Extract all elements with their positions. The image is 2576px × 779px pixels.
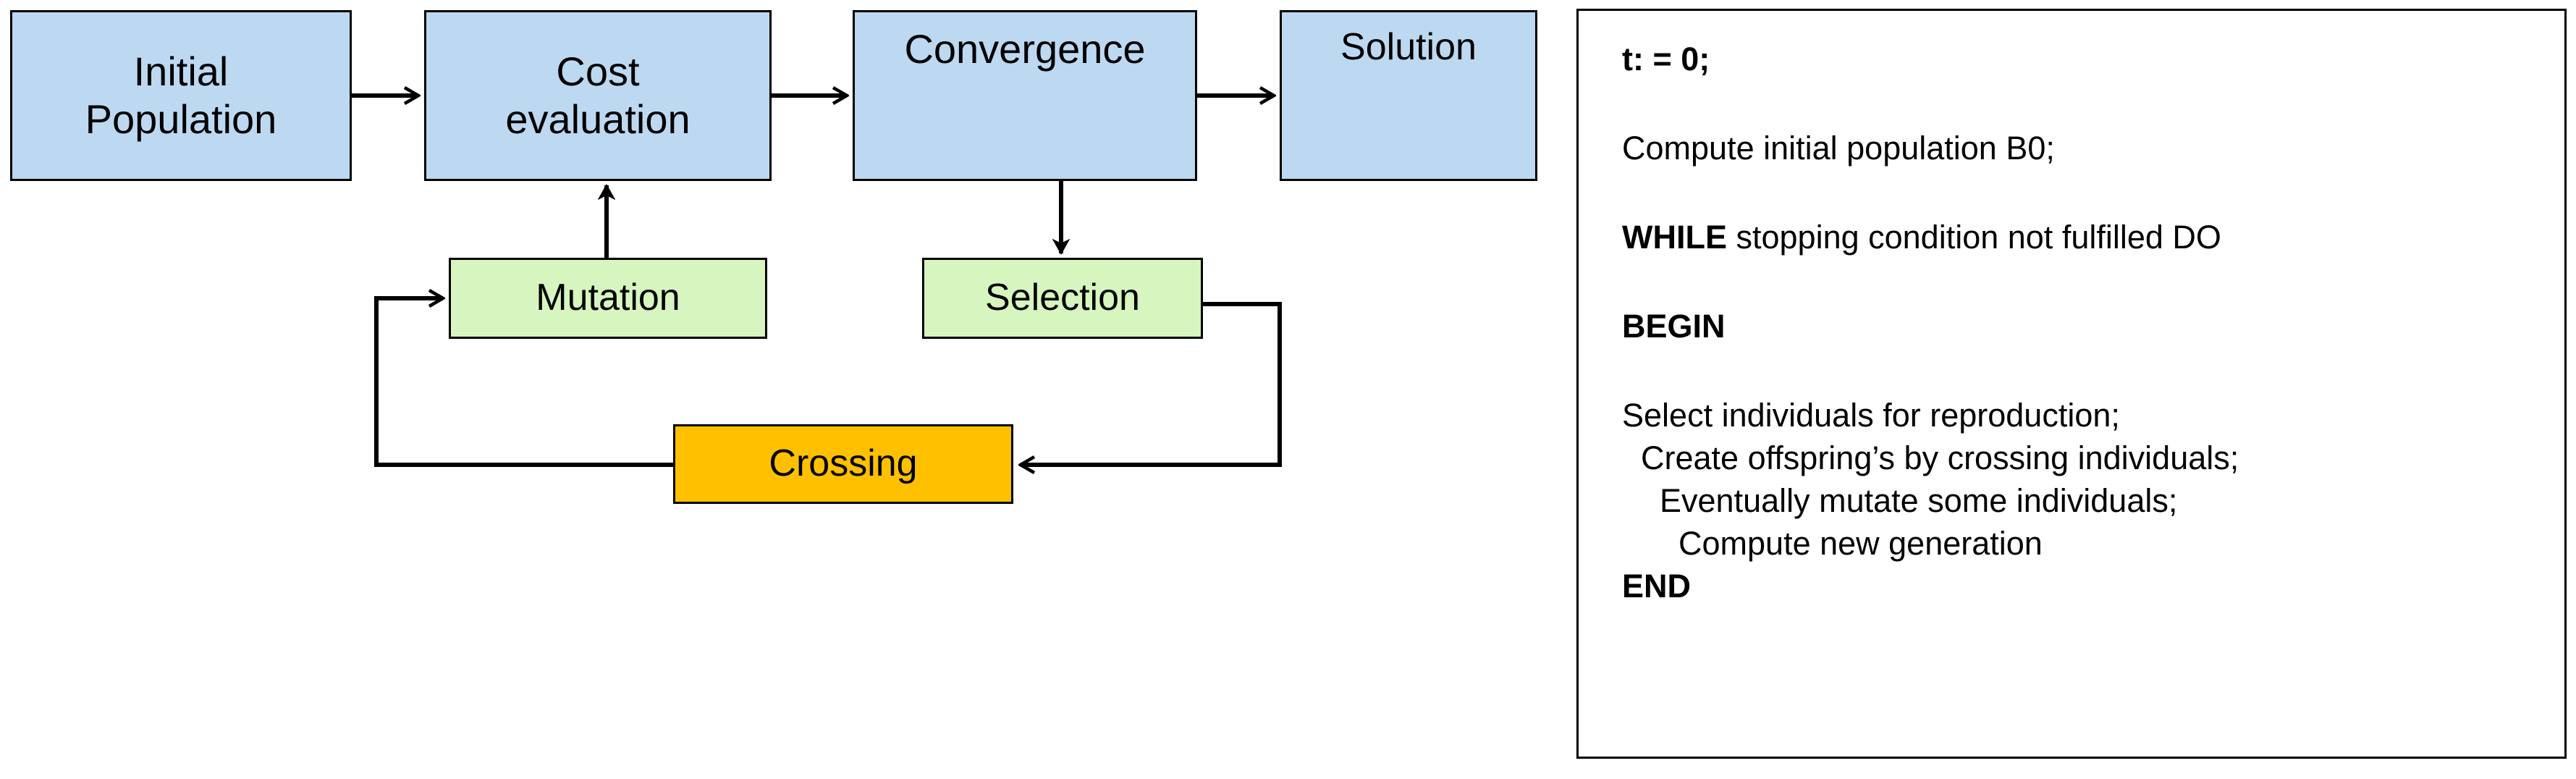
edge-selection-to-crossing xyxy=(1021,302,1282,465)
flow-node-label: Crossing xyxy=(769,442,918,485)
flowchart-connectors xyxy=(352,0,1282,779)
flow-node-label: Solution xyxy=(1340,26,1477,68)
pseudocode-line-begin: BEGIN xyxy=(1622,308,1726,345)
flow-node-label: Selection xyxy=(985,277,1140,319)
pseudocode-line-compute-new-generation: Compute new generation xyxy=(1678,525,2043,562)
flow-node-initial-population[interactable]: Initial Population xyxy=(10,10,352,181)
flow-node-mutation[interactable]: Mutation xyxy=(449,258,767,339)
pseudocode-spacer xyxy=(1622,342,2564,399)
flow-node-label: Cost evaluation xyxy=(505,48,691,142)
pseudocode-panel: t: = 0; Compute initial population B0; W… xyxy=(1576,9,2567,759)
flow-node-cost-evaluation[interactable]: Cost evaluation xyxy=(424,10,772,181)
flow-node-label: Mutation xyxy=(536,277,680,319)
flow-node-convergence[interactable]: Convergence xyxy=(853,10,1197,181)
pseudocode-line-mutate: Eventually mutate some individuals; xyxy=(1660,482,2178,519)
edge-crossing-to-mutation xyxy=(374,298,673,467)
pseudocode-line-create-offspring: Create offspring’s by crossing individua… xyxy=(1641,439,2239,476)
flow-node-solution[interactable]: Solution xyxy=(1280,10,1537,181)
flowchart-diagram: Initial Population Cost evaluation Conve… xyxy=(10,0,1537,779)
pseudocode-line-select: Select individuals for reproduction; xyxy=(1622,397,2120,434)
flow-node-selection[interactable]: Selection xyxy=(922,258,1203,339)
flow-node-label: Initial Population xyxy=(85,48,277,142)
pseudocode-spacer xyxy=(1622,164,2564,221)
pseudocode-line-init: t: = 0; xyxy=(1622,41,1710,77)
pseudocode-spacer xyxy=(1622,75,2564,132)
pseudocode-line-end: END xyxy=(1622,568,1692,605)
pseudocode-line-while: WHILE stopping condition not fulfilled D… xyxy=(1622,221,2564,253)
pseudocode-while-condition: stopping condition not fulfilled DO xyxy=(1726,219,2221,256)
pseudocode-line-compute-initial: Compute initial population B0; xyxy=(1622,130,2055,167)
pseudocode-keyword-while: WHILE xyxy=(1622,219,1727,256)
flow-node-crossing[interactable]: Crossing xyxy=(673,424,1013,504)
flow-node-label: Convergence xyxy=(904,26,1146,72)
pseudocode-spacer xyxy=(1622,253,2564,310)
